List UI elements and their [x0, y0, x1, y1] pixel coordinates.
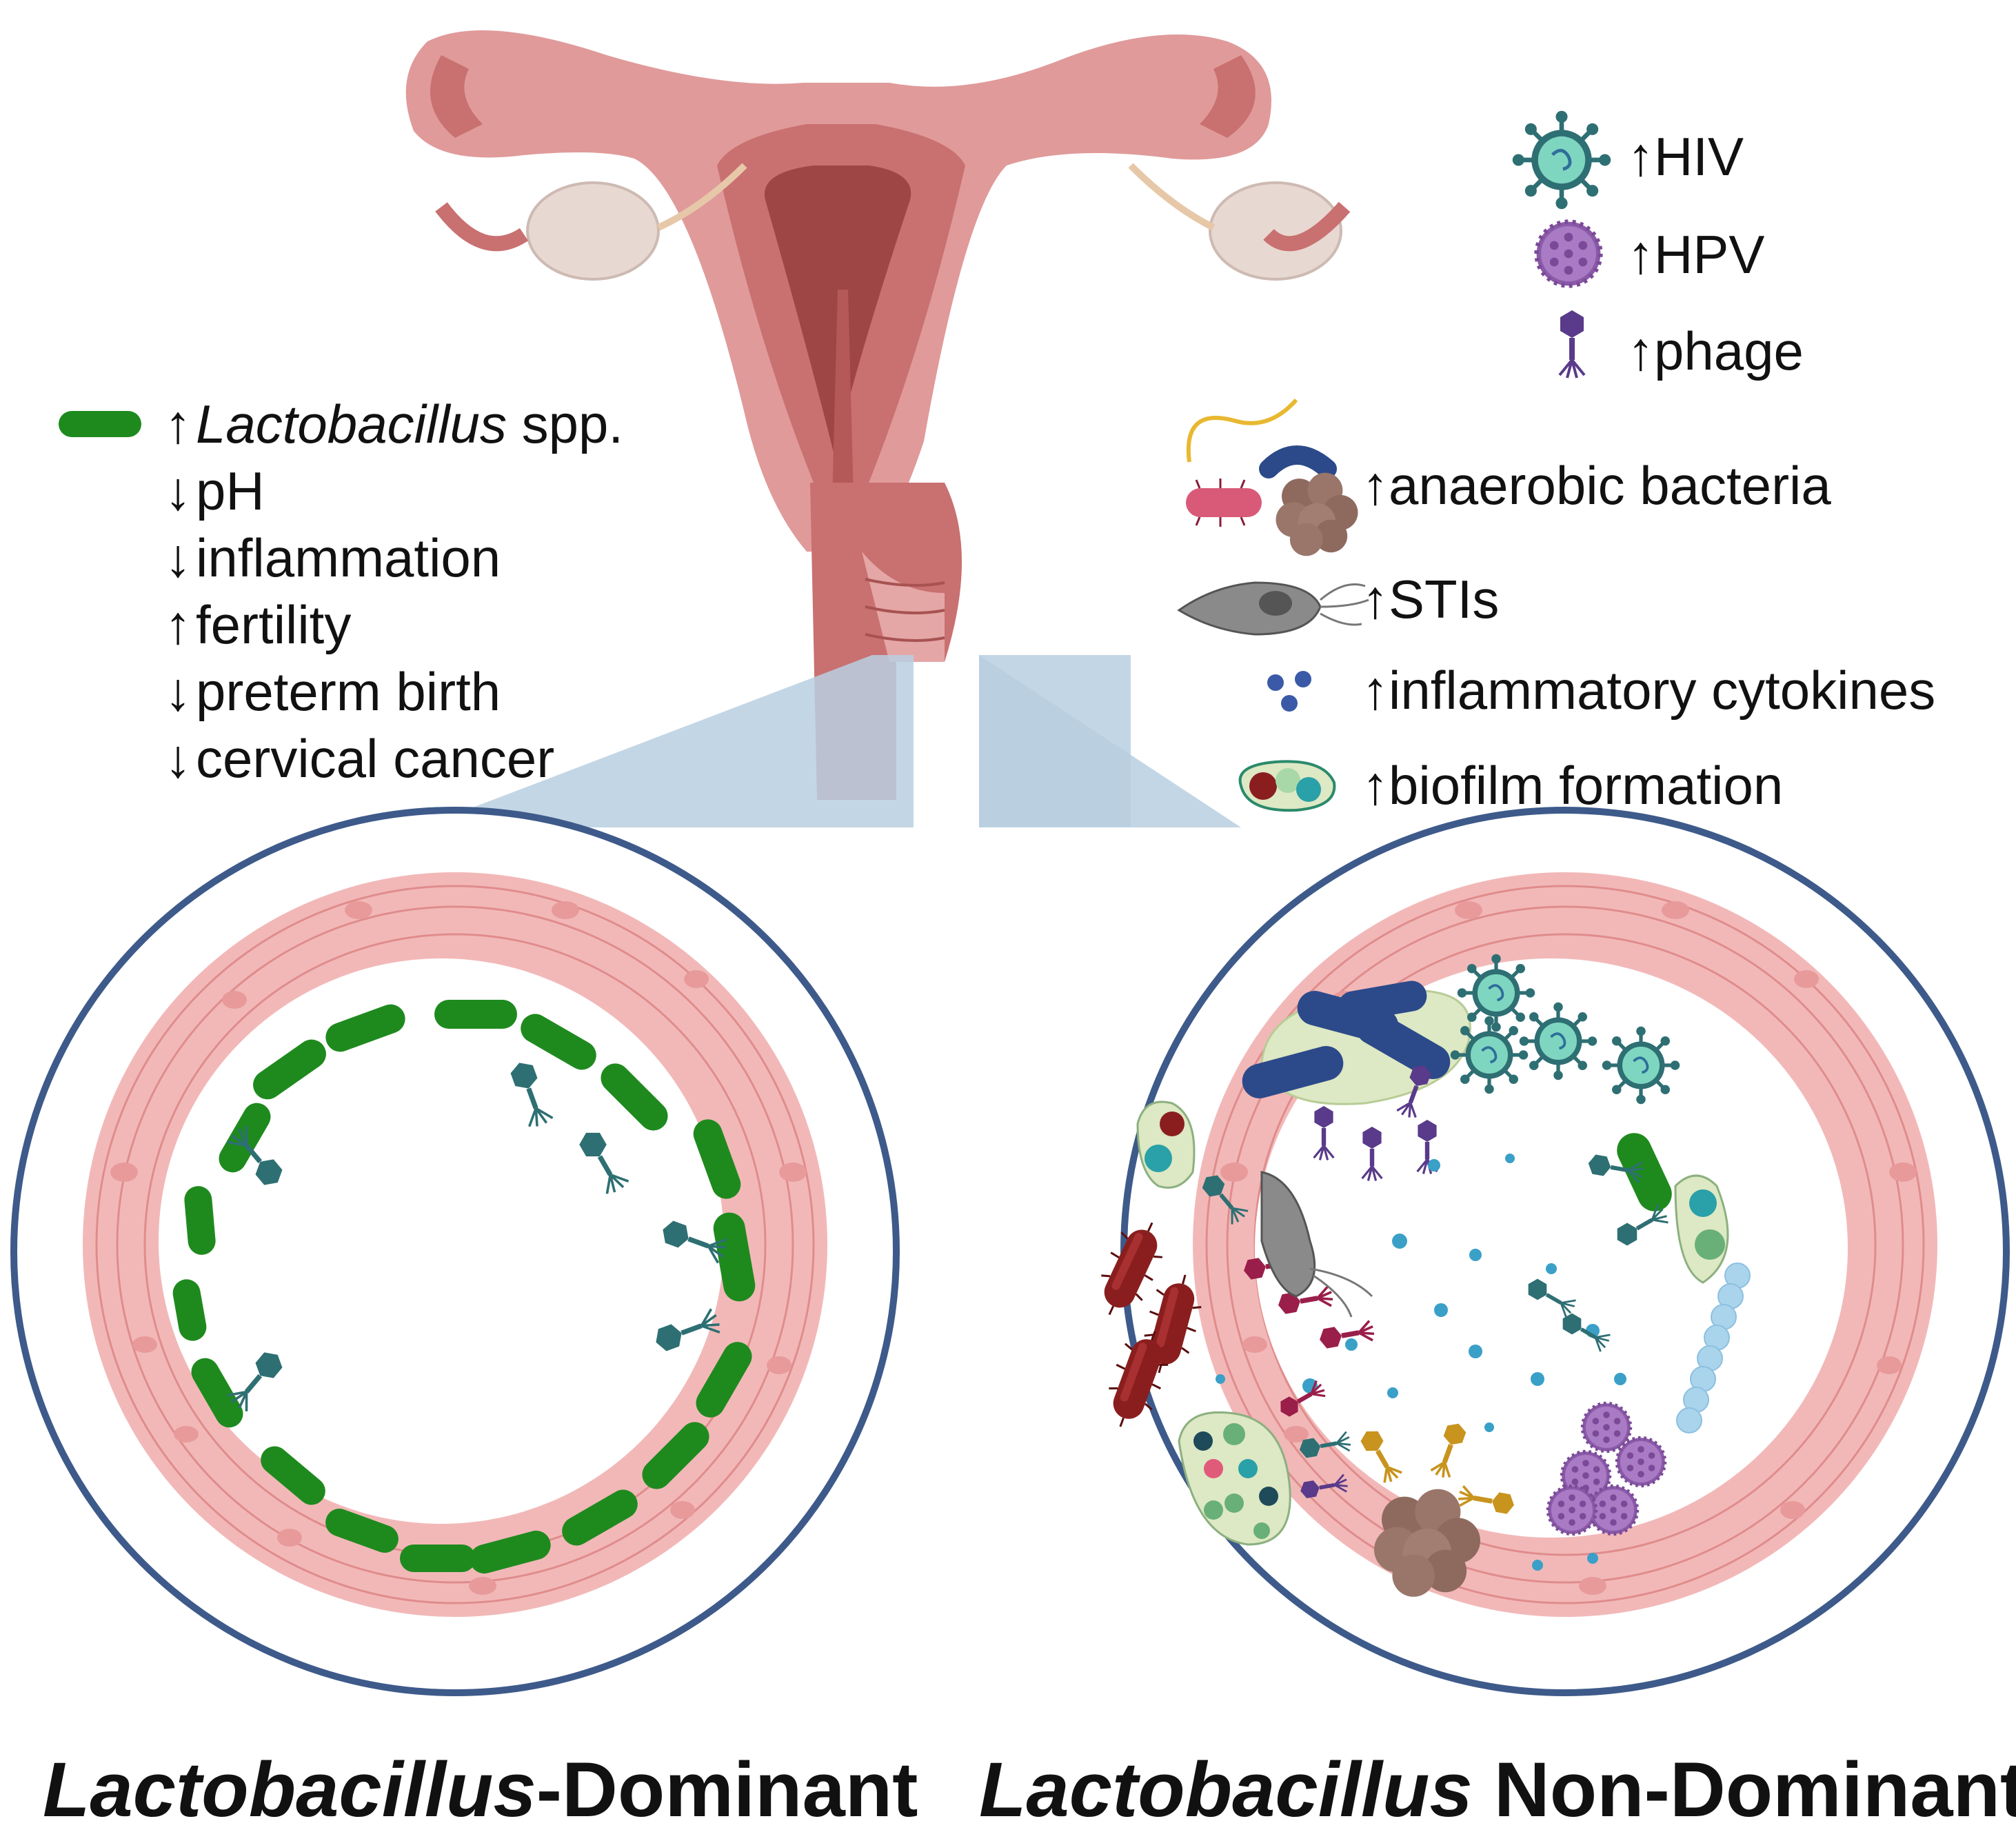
legend-row-cervical-cancer: ↓cervical cancer [160, 725, 623, 792]
arrow-icon: ↓ [164, 661, 192, 722]
phage-icon [1558, 309, 1586, 379]
label-anaerobic-bacteria: ↑anaerobic bacteria [1362, 459, 1831, 512]
arrow-icon: ↑ [1627, 126, 1654, 187]
lactobacillus-icon [59, 411, 141, 437]
arrow-icon: ↓ [164, 527, 192, 588]
lactobacillus-non-dominant-panel [1085, 807, 2010, 1696]
label-term: anaerobic bacteria [1389, 455, 1831, 516]
arrow-icon: ↑ [1362, 569, 1389, 630]
cytokine-icon [1267, 671, 1311, 712]
caption-lactobacillus-dominant: Lactobacillus-Dominant [43, 1751, 918, 1829]
legend-term: spp. [506, 394, 624, 454]
arrow-icon: ↑ [1362, 755, 1389, 816]
label-term: HIV [1654, 126, 1744, 187]
biofilm-icon [1238, 760, 1336, 812]
zoom-cone-right [979, 655, 1241, 827]
label-term: HPV [1654, 224, 1765, 285]
lactobacillus-dominant-legend: ↑Lactobacillus spp. ↓pH ↓inflammation ↑f… [160, 391, 624, 792]
caption-italic: Lactobacillus [979, 1747, 1473, 1833]
hpv-virus-icon [1537, 222, 1601, 286]
legend-row-lactobacillus: ↑Lactobacillus spp. [160, 391, 624, 458]
legend-term: preterm birth [196, 661, 501, 722]
caption-lactobacillus-non-dominant: Lactobacillus Non-Dominant [979, 1751, 2016, 1829]
legend-term-italic: Lactobacillus [196, 394, 507, 454]
legend-term: inflammation [196, 527, 501, 588]
caption-rest: Non-Dominant [1472, 1747, 2016, 1833]
legend-row-inflammation: ↓inflammation [160, 525, 623, 592]
label-phage: ↑phage [1627, 324, 1804, 378]
label-term: phage [1654, 321, 1804, 381]
label-stis: ↑STIs [1362, 572, 1499, 626]
legend-row-preterm-birth: ↓preterm birth [160, 658, 623, 725]
legend-row-fertility: ↑fertility [160, 592, 623, 658]
anaerobic-bacteria-icon [1186, 399, 1358, 556]
legend-term: pH [196, 461, 265, 521]
label-hpv: ↑HPV [1627, 228, 1764, 281]
label-hiv: ↑HIV [1627, 130, 1744, 183]
trichomonas-icon [1177, 581, 1369, 636]
arrow-icon: ↓ [164, 461, 192, 521]
arrow-icon: ↑ [1627, 224, 1654, 285]
arrow-icon: ↑ [1362, 455, 1389, 516]
caption-italic: Lactobacillus [43, 1747, 536, 1833]
hiv-virus-icon [1513, 111, 1611, 210]
arrow-icon: ↑ [1362, 660, 1389, 721]
lactobacillus-dominant-panel [10, 807, 900, 1696]
arrow-icon: ↓ [164, 728, 192, 789]
label-term: STIs [1389, 569, 1500, 630]
arrow-icon: ↑ [164, 394, 192, 454]
arrow-icon: ↑ [1627, 321, 1654, 381]
legend-term: cervical cancer [196, 728, 555, 789]
label-term: biofilm formation [1389, 755, 1784, 816]
uterus-illustration [405, 30, 1351, 800]
label-biofilm-formation: ↑biofilm formation [1362, 758, 1783, 812]
legend-row-ph: ↓pH [160, 458, 623, 525]
zoom-cone-left [421, 655, 914, 827]
legend-term: fertility [196, 594, 352, 655]
caption-rest: -Dominant [536, 1747, 918, 1833]
label-inflammatory-cytokines: ↑inflammatory cytokines [1362, 663, 1935, 717]
arrow-icon: ↑ [164, 594, 192, 655]
label-term: inflammatory cytokines [1389, 660, 1936, 721]
